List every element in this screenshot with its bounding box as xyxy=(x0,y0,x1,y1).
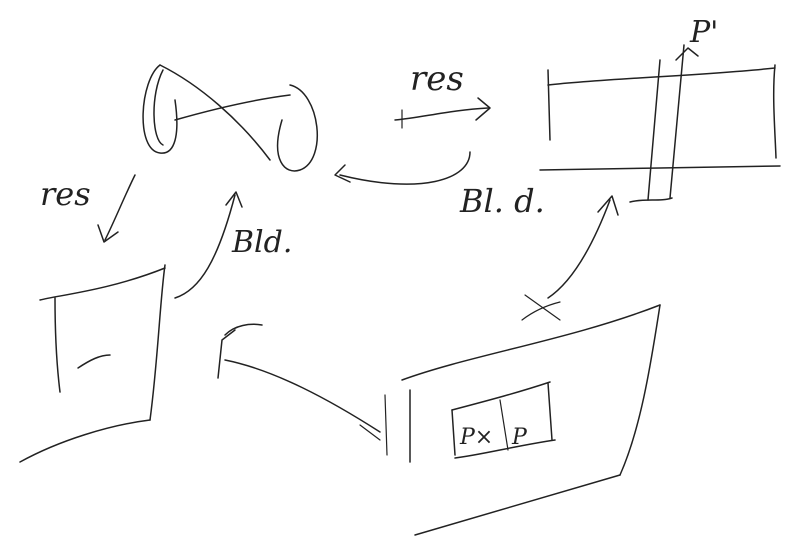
bl-d-label: Bl. d. xyxy=(459,182,545,220)
bottom-sheet xyxy=(385,305,660,535)
inner-px-label: P× xyxy=(459,425,493,450)
pinched-surface xyxy=(143,65,317,171)
back-arrow-left xyxy=(218,324,380,440)
res-top-label: res xyxy=(410,59,464,99)
res-arrow-top: res xyxy=(395,59,490,128)
inner-p-label: P xyxy=(511,425,528,450)
resolved-strip: P' xyxy=(540,15,780,202)
left-sheet xyxy=(20,265,165,462)
res-left-label: res xyxy=(40,175,91,213)
bl-d-arrow: Bl. d. xyxy=(335,152,545,220)
res-arrow-left: res xyxy=(40,175,135,242)
bld-left-label: Bld. xyxy=(231,225,292,260)
bld-arrow-left: Bld. xyxy=(175,192,292,298)
inner-rectangle: P× P xyxy=(452,382,555,458)
p-prime-label: P' xyxy=(689,15,718,50)
